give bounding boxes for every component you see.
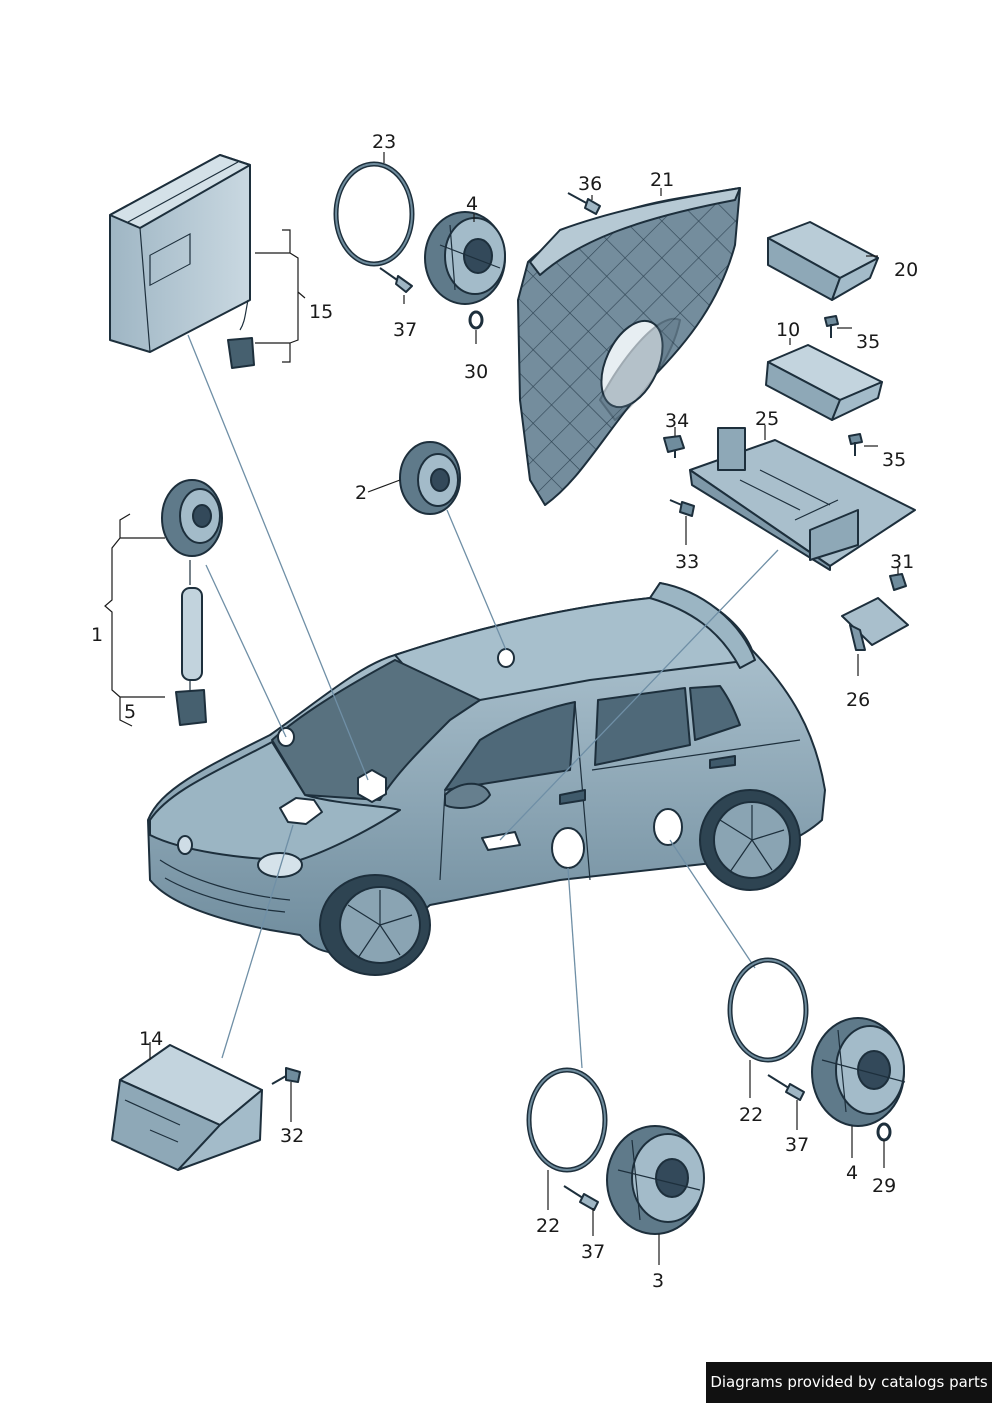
credit-banner: Diagrams provided by catalogs parts bbox=[706, 1362, 992, 1403]
label-35-top: 35 bbox=[856, 331, 880, 353]
label-22-left: 22 bbox=[536, 1215, 560, 1237]
part-22-ring-right bbox=[727, 957, 809, 1063]
part-34-nut bbox=[663, 435, 685, 458]
part-37-screw-left bbox=[563, 1185, 599, 1211]
part-1-speaker-assembly bbox=[161, 479, 223, 690]
part-35-bolt-b bbox=[848, 433, 863, 456]
part-23-ring-top bbox=[333, 161, 415, 267]
label-21: 21 bbox=[650, 169, 674, 191]
part-37-screw-right bbox=[767, 1074, 805, 1101]
label-1: 1 bbox=[91, 624, 103, 646]
label-4-bottom: 4 bbox=[846, 1162, 858, 1184]
label-34: 34 bbox=[665, 410, 689, 432]
part-22-ring-left bbox=[526, 1067, 608, 1173]
marker-speaker-3 bbox=[551, 827, 585, 869]
label-ticks bbox=[149, 152, 899, 1265]
part-2-tweeter bbox=[399, 441, 461, 515]
part-33-bolt bbox=[669, 499, 695, 517]
label-37-left: 37 bbox=[581, 1241, 605, 1263]
label-35-bottom: 35 bbox=[882, 449, 906, 471]
part-3-speaker bbox=[606, 1125, 705, 1235]
label-30: 30 bbox=[464, 361, 488, 383]
part-15-head-unit bbox=[109, 154, 255, 369]
part-10-control-unit bbox=[765, 344, 883, 421]
marker-speaker-4 bbox=[653, 808, 683, 846]
part-32-screw bbox=[271, 1067, 301, 1085]
marker-bracket-25 bbox=[481, 831, 521, 851]
label-4-top: 4 bbox=[466, 193, 478, 215]
part-14-amplifier bbox=[111, 1044, 263, 1171]
label-26: 26 bbox=[846, 689, 870, 711]
part-26-bracket bbox=[841, 597, 909, 651]
label-31: 31 bbox=[890, 551, 914, 573]
part-20-cover bbox=[767, 221, 879, 301]
part-4-speaker-top bbox=[424, 211, 506, 305]
label-3: 3 bbox=[652, 1270, 664, 1292]
label-37-right: 37 bbox=[785, 1134, 809, 1156]
marker-unit-15 bbox=[357, 769, 387, 803]
label-25: 25 bbox=[755, 408, 779, 430]
part-4-speaker-bottom bbox=[811, 1017, 906, 1127]
part-29-ring bbox=[876, 1122, 892, 1142]
label-29: 29 bbox=[872, 1175, 896, 1197]
car bbox=[147, 582, 826, 976]
part-labels: 23 4 37 30 15 36 21 20 10 35 35 34 25 33… bbox=[91, 131, 918, 1292]
label-33: 33 bbox=[675, 551, 699, 573]
label-22-right: 22 bbox=[739, 1104, 763, 1126]
part-5-connector bbox=[175, 689, 207, 726]
label-2: 2 bbox=[355, 482, 367, 504]
part-21-insulation-panel bbox=[517, 187, 741, 506]
label-32: 32 bbox=[280, 1125, 304, 1147]
part-25-bracket bbox=[689, 427, 916, 571]
part-35-bolt-a bbox=[824, 315, 839, 338]
part-37-screw-top bbox=[379, 267, 413, 293]
label-5: 5 bbox=[124, 701, 136, 723]
label-10: 10 bbox=[776, 319, 800, 341]
label-20: 20 bbox=[894, 259, 918, 281]
label-36: 36 bbox=[578, 173, 602, 195]
label-14: 14 bbox=[139, 1028, 163, 1050]
label-15: 15 bbox=[309, 301, 333, 323]
label-23: 23 bbox=[372, 131, 396, 153]
part-31-nut bbox=[889, 573, 907, 591]
rear-wheel bbox=[699, 789, 801, 891]
label-37-top: 37 bbox=[393, 319, 417, 341]
part-30-ring bbox=[468, 310, 484, 330]
leader-lines bbox=[187, 334, 779, 1069]
part-36-screw bbox=[567, 192, 601, 215]
marker-speaker-2 bbox=[497, 648, 515, 668]
front-wheel bbox=[319, 874, 431, 976]
marker-unit-14 bbox=[279, 797, 323, 825]
